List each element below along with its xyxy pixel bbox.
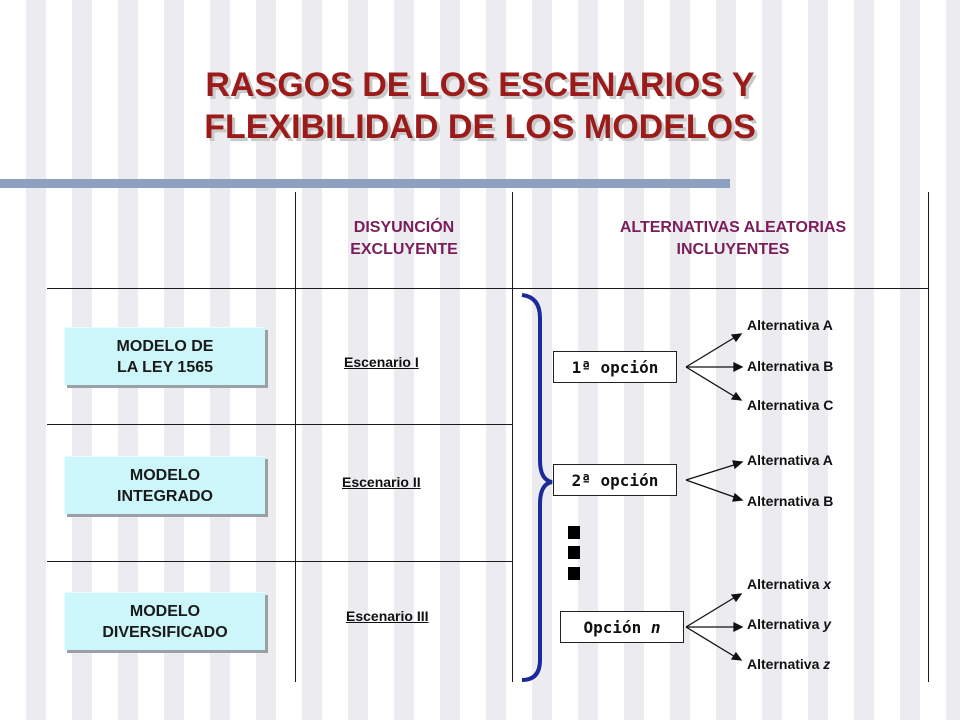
alt-group3-z-prefix: Alternativa [747,656,824,672]
column-heading-disyuncion-line-2: EXCLUYENTE [350,241,458,258]
table-vline-1 [295,192,296,682]
alt-group2-b-var: B [823,493,834,509]
arrowhead-opt1-alt-b [733,361,744,373]
alt-group1-b-var: B [823,358,834,374]
option-2-label: 2ª opción [571,470,659,490]
option-n-prefix: Opción [583,617,651,637]
scenario-2: Escenario II [342,474,421,490]
alt-group1-b-prefix: Alternativa [747,358,824,374]
alt-group2-a: Alternativa A [747,452,833,468]
ellipsis-dot-1 [568,526,580,539]
model-box-ley-1565: MODELO DE LA LEY 1565 [64,327,265,385]
alt-group2-b: Alternativa B [747,493,833,509]
arrowhead-opt2-alt-b [732,492,744,502]
arrow-optn-alt-z [685,626,738,659]
alt-group2-a-var: A [822,452,833,468]
table-hline-row-2 [47,561,513,562]
model-integrado-line-1: MODELO [129,466,201,484]
option-box-n: Opción n [560,611,684,643]
alt-group2-a-prefix: Alternativa [747,452,823,468]
alt-group3-y: Alternativa y [747,616,831,632]
alt-group3-x: Alternativa x [747,576,831,592]
option-1-label: 1ª opción [571,357,659,377]
arrow-opt2-alt-a [685,463,738,481]
alt-group1-c-var: C [823,397,834,413]
model-diversificado-line-1: MODELO [129,602,201,620]
scenario-1: Escenario I [344,354,419,370]
title-underline-rule [0,179,730,188]
arrow-opt1-alt-a [685,335,738,368]
arrow-opt1-alt-c [685,366,738,399]
column-heading-alternativas-line-2: INCLUYENTES [676,241,790,258]
title-line-2: FLEXIBILIDAD DE LOS MODELOS [204,108,756,146]
arrowhead-opt2-alt-a [732,460,744,470]
curly-brace [521,293,553,682]
option-box-1: 1ª opción [553,351,677,383]
alt-group3-x-var: x [823,576,832,592]
alt-group1-c-prefix: Alternativa [747,397,824,413]
arrowhead-optn-alt-x [730,593,743,603]
arrowhead-opt1-alt-a [730,333,743,343]
arrowhead-optn-alt-y [733,621,744,633]
alt-group3-z: Alternativa z [747,656,830,672]
table-vline-2 [512,192,513,682]
column-heading-disyuncion-line-1: DISYUNCIÓN [353,219,455,236]
column-heading-disyuncion: DISYUNCIÓN EXCLUYENTE [300,217,508,261]
alt-group1-a-prefix: Alternativa [747,317,823,333]
option-n-variable: n [650,617,661,637]
table-vline-3 [928,192,929,682]
arrow-opt2-alt-b [685,479,738,499]
column-heading-alternativas: ALTERNATIVAS ALEATORIAS INCLUYENTES [530,217,936,261]
column-heading-alternativas-line-1: ALTERNATIVAS ALEATORIAS [619,219,847,236]
alt-group1-c: Alternativa C [747,397,833,413]
option-box-2: 2ª opción [553,464,677,496]
ellipsis-dot-3 [568,567,580,580]
alt-group3-y-var: y [823,616,832,632]
model-box-diversificado: MODELO DIVERSIFICADO [64,592,265,650]
table-hline-header [47,288,929,289]
alt-group2-b-prefix: Alternativa [747,493,824,509]
title-line-1: RASGOS DE LOS ESCENARIOS Y [205,66,755,104]
model-integrado-line-2: INTEGRADO [117,487,213,505]
table-hline-row-1 [47,424,513,425]
alt-group3-x-prefix: Alternativa [747,576,824,592]
alt-group1-a-var: A [822,317,833,333]
alt-group1-b: Alternativa B [747,358,833,374]
arrowhead-opt1-alt-c [730,391,743,401]
alt-group1-a: Alternativa A [747,317,833,333]
model-ley-1565-line-1: MODELO DE [116,337,214,355]
model-box-integrado: MODELO INTEGRADO [64,456,265,514]
arrowhead-optn-alt-z [730,651,743,661]
model-ley-1565-line-2: LA LEY 1565 [116,358,214,376]
ellipsis-dot-2 [568,546,580,559]
model-diversificado-line-2: DIVERSIFICADO [102,623,228,641]
scenario-3: Escenario III [346,608,429,624]
alt-group3-y-prefix: Alternativa [747,616,824,632]
arrow-optn-alt-x [685,595,738,628]
alt-group3-z-var: z [823,656,831,672]
